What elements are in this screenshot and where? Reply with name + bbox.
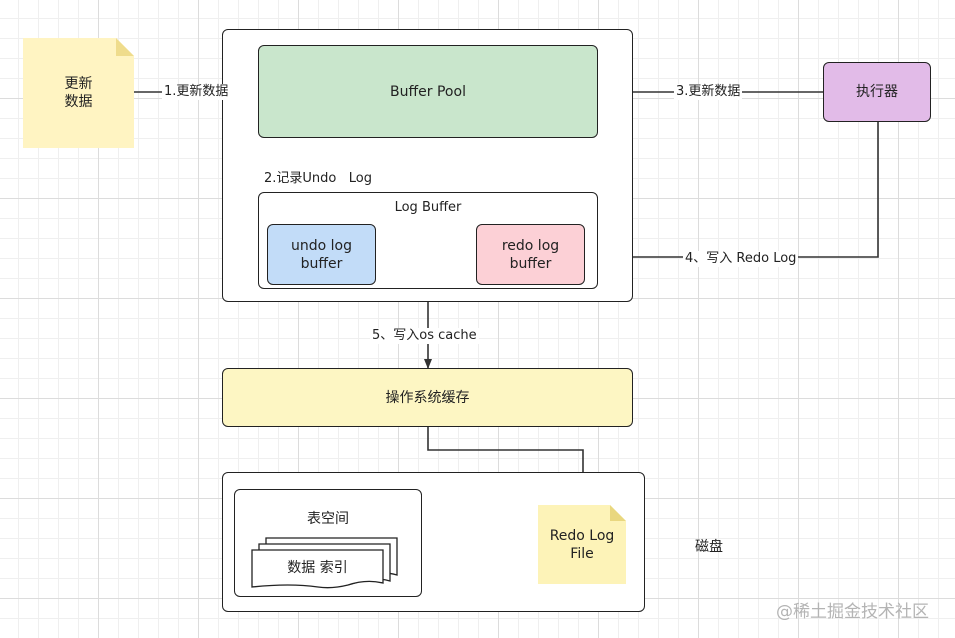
arrow-write-redo [584,122,879,261]
executor: 执行器 [823,62,931,122]
redo-log-file-note [538,505,626,584]
undo-log-buffer: undo log buffer [267,224,376,285]
log-buffer-title: Log Buffer [394,200,462,215]
disk-label: 磁盘 [695,539,723,555]
label-record-undo: 2.记录Undo Log [262,171,374,187]
os-cache: 操作系统缓存 [222,368,633,427]
redo-log-buffer: redo log buffer [476,224,585,285]
label-write-redo: 4、写入 Redo Log [683,251,799,267]
label-update-data-3: 3.更新数据 [674,84,743,100]
data-pages-label: 数据 索引 [287,560,348,576]
buffer-pool: Buffer Pool [258,45,598,138]
data-pages-icon [251,537,398,589]
redo-log-file-label: Redo Log File [549,527,615,562]
watermark: @稀土掘金技术社区 [776,602,929,622]
update-data-note [23,38,134,148]
label-write-os-cache: 5、写入os cache [370,328,479,344]
tablespace-title: 表空间 [307,511,349,527]
label-update-data-1: 1.更新数据 [162,84,231,100]
update-data-note-label: 更新 数据 [64,76,93,110]
